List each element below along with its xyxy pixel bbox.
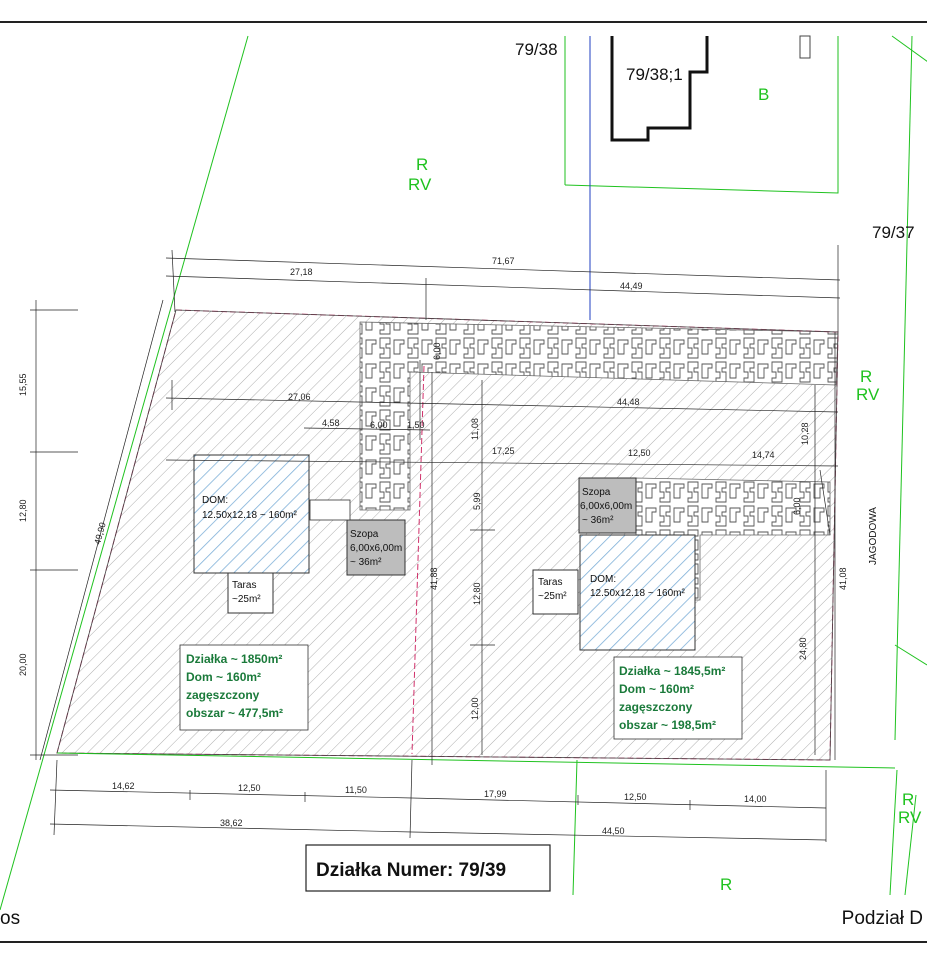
zone-r-3: R (902, 790, 914, 809)
dim-17-25: 17,25 (492, 446, 515, 456)
small-structure (799, 35, 811, 59)
shed-left (346, 519, 406, 576)
terrace-left-label: Taras (232, 580, 256, 591)
shed-left-label: Szopa (350, 529, 379, 540)
dim-inner-right: 44,48 (617, 397, 640, 407)
dim-11-50: 11,50 (345, 785, 367, 795)
parcel-79-37: 79/37 (872, 223, 915, 242)
dim-house-right-width: 12,50 (628, 448, 651, 458)
dim-49-90: 49,90 (92, 521, 107, 545)
dim-41-08: 41,08 (838, 567, 848, 590)
stats-right-box (613, 656, 743, 740)
dim-44-50: 44,50 (602, 826, 625, 836)
stats-left-area: Działka ~ 1850m² (186, 652, 282, 666)
street-name: JAGODOWA (868, 507, 879, 565)
lot-boundary-dark (56, 309, 839, 761)
dim-total-top: 71,67 (492, 256, 515, 266)
stats-right-zone: obszar ~ 198,5m² (619, 718, 716, 732)
zone-r-1: R (416, 155, 428, 174)
dim-17-99: 17,99 (484, 789, 507, 799)
dimension-lines (30, 245, 841, 842)
house-left (193, 454, 310, 574)
title-box (305, 844, 551, 892)
dim-14-74: 14,74 (752, 450, 775, 460)
dim-41-88: 41,88 (429, 567, 439, 590)
split-line (411, 365, 425, 755)
dim-38-62: 38,62 (220, 818, 243, 828)
stats-left-box (179, 644, 309, 731)
dim-11-08: 11,08 (470, 418, 480, 440)
dim-24-80: 24,80 (798, 637, 808, 660)
stats-right-dense: zagęszczony (619, 700, 693, 714)
dim-6-00-right: 6,00 (792, 497, 802, 515)
walkway-left (309, 499, 351, 521)
dim-12-00: 12,00 (470, 697, 480, 720)
shed-right (578, 477, 637, 534)
dim-12-80-left: 12,80 (18, 499, 28, 522)
shed-left-area: ~ 36m² (350, 557, 382, 568)
dim-12-50-bottom-left: 12,50 (238, 783, 261, 793)
stats-left-zone: obszar ~ 477,5m² (186, 706, 283, 720)
zone-rv-3: RV (898, 808, 922, 827)
dim-gap: 4,58 (322, 418, 340, 428)
dim-14-00: 14,00 (744, 794, 767, 804)
footer-right-text: Podział D (841, 908, 923, 929)
building-label: 79/38;1 (626, 65, 683, 84)
zone-rv-2: RV (856, 385, 880, 404)
dim-top-right: 44,49 (620, 281, 643, 291)
zone-r-2: R (860, 367, 872, 386)
zone-r-4: R (720, 875, 732, 894)
footer-left-text: os (0, 908, 21, 929)
terrace-right-label: Taras (538, 577, 562, 588)
terrace-right-area: ~25m² (538, 591, 567, 602)
dim-15-55: 15,55 (18, 373, 28, 396)
house-right-size: 12.50x12.18 ~ 160m² (590, 588, 685, 599)
house-left-size: 12.50x12.18 ~ 160m² (202, 510, 297, 521)
dim-5-99: 5,99 (472, 492, 482, 510)
dim-14-62: 14,62 (112, 781, 135, 791)
building-outline (610, 36, 709, 142)
dim-driveway-6: 6,00 (432, 342, 442, 360)
parcel-79-38: 79/38 (515, 40, 558, 59)
plan-title: Działka Numer: 79/39 (316, 860, 506, 881)
terrace-right (532, 569, 579, 615)
dim-shed-width: 6,00 (370, 420, 388, 430)
zone-b: B (758, 85, 769, 104)
dim-inner-left: 27,06 (288, 392, 311, 402)
terrace-left-area: ~25m² (232, 594, 261, 605)
shed-right-size: 6,00x6,00m (580, 501, 632, 512)
terrace-left (227, 572, 274, 614)
zone-rv-1: RV (408, 175, 432, 194)
shed-left-size: 6,00x6,00m (350, 543, 402, 554)
shed-right-area: ~ 36m² (582, 515, 614, 526)
house-left-title: DOM: (202, 495, 228, 506)
house-right-title: DOM: (590, 574, 616, 585)
dim-offset: 1,50 (407, 420, 425, 430)
house-right (579, 534, 696, 651)
stats-left-dense: zagęszczony (186, 688, 260, 702)
road-edge-line (56, 752, 896, 769)
stats-left-house: Dom ~ 160m² (186, 670, 261, 684)
dim-12-50-bottom-right: 12,50 (624, 792, 647, 802)
dim-top-left: 27,18 (290, 267, 313, 277)
dim-12-80-right: 12,80 (472, 582, 482, 605)
stats-right-house: Dom ~ 160m² (619, 682, 694, 696)
shed-right-label: Szopa (582, 487, 611, 498)
stats-right-area: Działka ~ 1845,5m² (619, 664, 725, 678)
zone-lines (0, 35, 927, 911)
dim-20-00: 20,00 (18, 653, 28, 676)
dim-10-28: 10,28 (800, 422, 810, 445)
